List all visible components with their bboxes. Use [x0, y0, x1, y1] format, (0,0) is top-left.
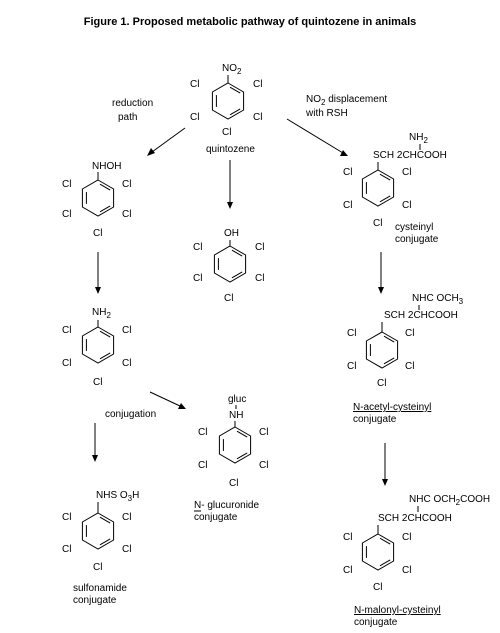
- cl-atom: Cl: [62, 325, 71, 336]
- cl-atom: Cl: [198, 427, 207, 438]
- malonyl-conjugate-structure: NHC OCH2COOH SCH 2CHCOOH Cl Cl Cl Cl Cl: [343, 494, 490, 593]
- sch2-chain-label: SCH 2CHCOOH: [373, 150, 447, 161]
- cl-atom: Cl: [190, 79, 199, 90]
- aniline-structure: NH2 Cl Cl Cl Cl Cl: [62, 307, 131, 388]
- arrow-to-malonyl: [382, 443, 388, 486]
- arrow-to-cysteinyl: [286, 118, 348, 156]
- arrow-to-sulfonamide: [92, 423, 98, 462]
- cl-atom: Cl: [193, 273, 202, 284]
- nh-label: NH: [229, 410, 243, 421]
- cl-atom: Cl: [253, 79, 262, 90]
- cl-atom: Cl: [62, 512, 71, 523]
- cl-atom: Cl: [402, 167, 411, 178]
- cl-atom: Cl: [253, 112, 262, 123]
- sch2-chain-label: SCH 2CHCOOH: [378, 513, 452, 524]
- cl-atom: Cl: [122, 209, 131, 220]
- cl-atom: Cl: [62, 179, 71, 190]
- cl-atom: Cl: [93, 562, 102, 573]
- cl-atom: Cl: [343, 565, 352, 576]
- cl-atom: Cl: [122, 544, 131, 555]
- cl-atom: Cl: [402, 565, 411, 576]
- gluc-label: gluc: [228, 394, 246, 405]
- cl-atom: Cl: [198, 460, 207, 471]
- nh2-label: NH2: [92, 307, 111, 320]
- cl-atom: Cl: [122, 512, 131, 523]
- cl-atom: Cl: [229, 478, 238, 489]
- cl-atom: Cl: [122, 358, 131, 369]
- cl-atom: Cl: [93, 377, 102, 388]
- sch2-chain-label: SCH 2CHCOOH: [384, 310, 458, 321]
- cl-atom: Cl: [347, 328, 356, 339]
- cl-atom: Cl: [343, 532, 352, 543]
- cl-atom: Cl: [62, 358, 71, 369]
- conjugation-caption: conjugation: [105, 409, 156, 420]
- cl-atom: Cl: [255, 242, 264, 253]
- quintozene-structure: NO2 Cl Cl Cl Cl Cl: [190, 63, 262, 138]
- cl-atom: Cl: [93, 228, 102, 239]
- pentachlorophenol-structure: OH Cl Cl Cl Cl Cl: [193, 228, 264, 304]
- cl-atom: Cl: [190, 112, 199, 123]
- cl-atom: Cl: [193, 242, 202, 253]
- cl-atom: Cl: [343, 167, 352, 178]
- cl-atom: Cl: [343, 200, 352, 211]
- cl-atom: Cl: [373, 582, 382, 593]
- figure-title: Figure 1. Proposed metabolic pathway of …: [84, 16, 417, 28]
- nh2-side-label: NH2: [409, 132, 428, 145]
- arrow-to-pentachlorophenol: [227, 160, 233, 209]
- cl-atom: Cl: [402, 532, 411, 543]
- cl-atom: Cl: [122, 325, 131, 336]
- cysteinyl-conjugate-structure: NH2 SCH 2CHCOOH Cl Cl Cl Cl Cl: [343, 132, 447, 229]
- arrow-to-hydroxylamine: [147, 127, 186, 156]
- cl-atom: Cl: [405, 361, 414, 372]
- nhoh-label: NHOH: [92, 161, 121, 172]
- cl-atom: Cl: [62, 544, 71, 555]
- hydroxylamine-structure: NHOH Cl Cl Cl Cl Cl: [62, 161, 131, 239]
- no2-label: NO2: [222, 63, 242, 76]
- cl-atom: Cl: [377, 378, 386, 389]
- cl-atom: Cl: [224, 293, 233, 304]
- quintozene-caption: quintozene: [206, 144, 255, 155]
- cl-atom: Cl: [373, 218, 382, 229]
- nhc-malonyl-label: NHC OCH2COOH: [409, 494, 490, 507]
- cl-atom: Cl: [347, 361, 356, 372]
- cl-atom: Cl: [62, 209, 71, 220]
- cl-atom: Cl: [122, 179, 131, 190]
- cl-atom: Cl: [405, 328, 414, 339]
- cl-atom: Cl: [222, 127, 231, 138]
- cl-atom: Cl: [259, 460, 268, 471]
- oh-label: OH: [224, 228, 239, 239]
- cl-atom: Cl: [255, 273, 264, 284]
- cl-atom: Cl: [402, 200, 411, 211]
- sulfonamide-structure: NHS O3H Cl Cl Cl Cl Cl: [62, 490, 139, 573]
- arrow-to-acetyl: [378, 252, 384, 294]
- cl-atom: Cl: [259, 427, 268, 438]
- nhc-och3-label: NHC OCH3: [412, 293, 464, 306]
- acetyl-conjugate-structure: NHC OCH3 SCH 2CHCOOH Cl Cl Cl Cl Cl: [347, 293, 464, 389]
- arrow-to-aniline: [95, 252, 101, 294]
- arrow-to-glucuronide: [149, 391, 186, 409]
- nhso3h-label: NHS O3H: [96, 490, 139, 503]
- glucuronide-structure: gluc NH Cl Cl Cl Cl Cl: [198, 394, 268, 489]
